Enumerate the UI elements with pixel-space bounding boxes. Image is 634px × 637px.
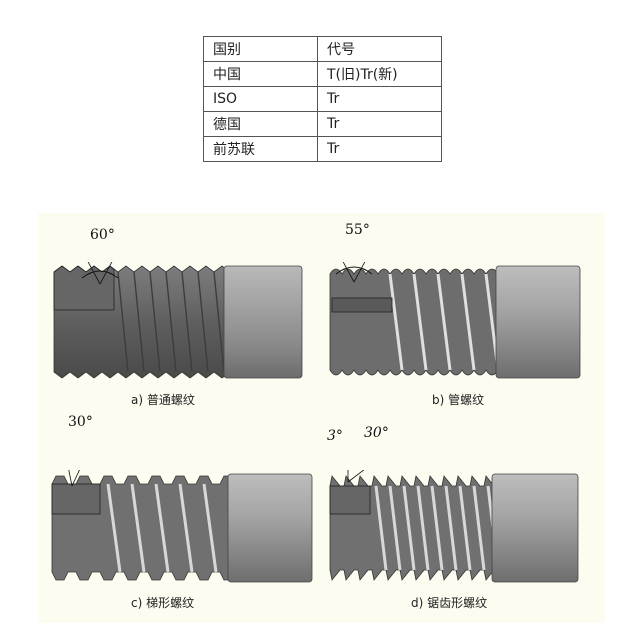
cell-country: 前苏联 <box>203 136 318 162</box>
table-row: 德国 Tr <box>203 111 442 137</box>
angle-lines <box>87 262 113 285</box>
cell-country: 中国 <box>203 61 318 87</box>
angle-arc <box>81 270 119 279</box>
cell-code: Tr <box>317 86 442 112</box>
plain-shank <box>495 265 581 379</box>
thread-code-table: 国别 代号 中国 T(旧)Tr(新) ISO Tr 德国 Tr 前苏联 Tr <box>203 36 442 162</box>
table-header-row: 国别 代号 <box>203 36 442 62</box>
thread-crest-lines <box>106 483 218 573</box>
section-cut <box>51 483 101 515</box>
cell-country: 德国 <box>203 111 318 137</box>
caption-d: d) 锯齿形螺纹 <box>411 596 488 610</box>
table-row: 前苏联 Tr <box>203 136 442 162</box>
angle-lines <box>347 470 365 483</box>
caption-a: a) 普通螺纹 <box>131 393 195 407</box>
caption-b: b) 管螺纹 <box>432 393 485 407</box>
angle-label-b: 55° <box>345 222 370 238</box>
plain-shank <box>227 473 313 583</box>
cell-code: T(旧)Tr(新) <box>317 61 442 87</box>
metric-thread-illustration <box>53 262 303 379</box>
table-row: ISO Tr <box>203 86 442 112</box>
table-row: 中国 T(旧)Tr(新) <box>203 61 442 87</box>
buttress-thread-illustration <box>329 470 579 583</box>
cell-code: Tr <box>317 111 442 137</box>
angle-lines <box>68 470 80 487</box>
angle-label-d-left: 3° <box>327 428 343 444</box>
header-code: 代号 <box>317 36 442 62</box>
angle-lines <box>342 262 366 283</box>
section-cut <box>53 265 115 311</box>
trapezoidal-thread-illustration <box>51 470 313 583</box>
angle-label-c: 30° <box>68 414 93 430</box>
caption-c: c) 梯形螺纹 <box>131 596 195 610</box>
thread-crest-lines <box>117 271 225 373</box>
angle-arc <box>335 266 373 275</box>
plain-shank <box>223 265 303 379</box>
cell-country: ISO <box>203 86 318 112</box>
cell-code: Tr <box>317 136 442 162</box>
pipe-thread-illustration <box>329 262 581 379</box>
section-cut <box>331 297 393 313</box>
header-country: 国别 <box>203 36 318 62</box>
angle-label-d-right: 30° <box>364 425 389 441</box>
section-cut <box>329 485 371 515</box>
angle-label-a: 60° <box>90 227 115 243</box>
plain-shank <box>491 473 579 583</box>
